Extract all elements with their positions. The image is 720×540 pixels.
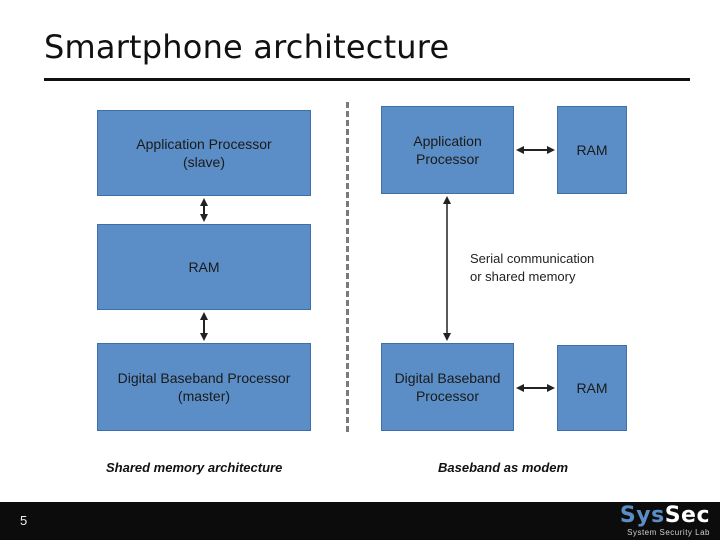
syssec-logo: SysSec System Security Lab <box>620 504 710 538</box>
logo-sys: Sys <box>619 503 665 528</box>
serial-communication-line2: or shared memory <box>470 269 576 284</box>
left-diagram-caption: Shared memory architecture <box>106 460 283 475</box>
title-underline <box>44 78 690 81</box>
right-baseband-processor-label: Digital Baseband Processor <box>394 370 501 404</box>
right-app-processor-label: Application Processor <box>413 133 482 167</box>
right-bottom-ram-box: RAM <box>557 345 627 431</box>
left-baseband-processor-label: Digital Baseband Processor (master) <box>117 370 291 404</box>
serial-communication-line1: Serial communication <box>470 251 595 266</box>
page-number: 5 <box>20 513 28 528</box>
diagram-divider <box>346 102 349 432</box>
right-app-processor-box: Application Processor <box>381 106 514 194</box>
right-top-ram-box: RAM <box>557 106 627 194</box>
left-app-processor-box: Application Processor (slave) <box>97 110 311 196</box>
right-top-ram-label: RAM <box>576 142 608 158</box>
left-ram-label: RAM <box>188 259 220 275</box>
logo-subtitle: System Security Lab <box>627 528 710 537</box>
left-baseband-processor-box: Digital Baseband Processor (master) <box>97 343 311 431</box>
right-diagram-caption: Baseband as modem <box>438 460 569 475</box>
left-app-processor-label: Application Processor (slave) <box>136 136 272 170</box>
right-baseband-processor-box: Digital Baseband Processor <box>381 343 514 431</box>
logo-sec: Sec <box>664 503 710 528</box>
footer-bar: 5 SysSec System Security Lab <box>0 502 720 540</box>
serial-communication-label: Serial communication or shared memory <box>470 250 594 286</box>
right-bottom-ram-label: RAM <box>576 380 608 396</box>
left-ram-box: RAM <box>97 224 311 310</box>
slide-title: Smartphone architecture <box>44 28 450 66</box>
